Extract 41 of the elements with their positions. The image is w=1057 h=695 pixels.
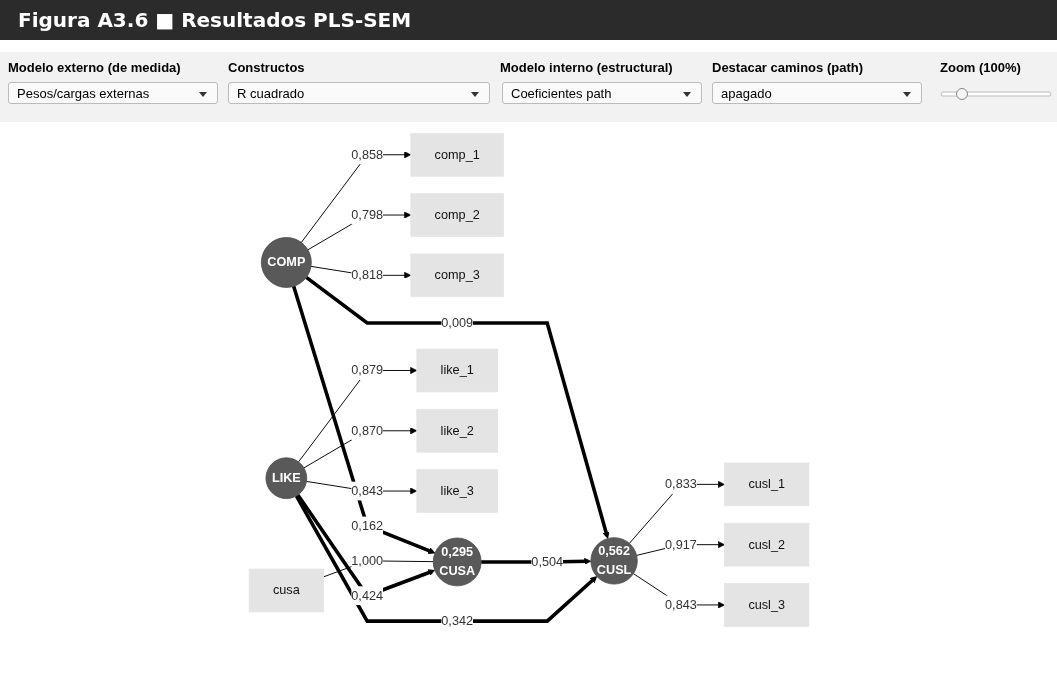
edge-label: 0,879 <box>350 363 383 377</box>
field-label: Modelo interno (estructural) <box>500 60 673 75</box>
dropdown-select: Pesos/cargas externas <box>8 82 218 104</box>
edge-label: 0,342 <box>440 614 473 628</box>
dropdown-select: apagado <box>712 82 922 104</box>
edge-label: 0,843 <box>664 597 697 612</box>
edge-label: 0,798 <box>350 207 383 222</box>
edge-label: 0,843 <box>350 483 383 498</box>
figure-title: Figura A3.6 ■ Resultados PLS-SEM <box>0 0 1057 40</box>
node-box: cusl_1 <box>723 462 809 507</box>
node-circle: 0,562 CUSL <box>589 537 638 585</box>
edge-label: 0,162 <box>350 518 383 533</box>
arrow <box>291 285 435 554</box>
edge-label: 0,424 <box>350 588 383 603</box>
edge-label: 0,917 <box>664 537 697 552</box>
node-circle: LIKE <box>265 457 307 499</box>
edge-label: 0,833 <box>664 477 697 491</box>
node-box: like_3 <box>415 469 498 513</box>
edge-label: 0,504 <box>530 554 563 569</box>
node-box: comp_2 <box>409 193 504 237</box>
edge-label: 0,858 <box>350 147 383 162</box>
edge-label: 0,870 <box>350 423 383 438</box>
edge-label: 1,000 <box>350 553 383 568</box>
field-label: Modelo externo (de medida) <box>8 60 181 75</box>
field-label: Destacar caminos (path) <box>712 60 863 75</box>
node-box: cusa <box>248 568 324 613</box>
node-box: like_2 <box>415 408 498 453</box>
dropdown-select: Coeficientes path <box>502 82 702 104</box>
dropdown-select: R cuadrado <box>228 82 490 104</box>
field-label: Constructos <box>228 60 305 75</box>
node-circle: 0,295 CUSA <box>432 537 482 587</box>
node-box: like_1 <box>415 348 498 393</box>
zoom-label: Zoom (100%) <box>940 60 1021 75</box>
arrow <box>294 495 597 623</box>
edge-label: 0,818 <box>350 268 383 282</box>
edge-label: 0,009 <box>440 315 473 330</box>
node-box: comp_3 <box>409 253 504 298</box>
node-box: cusl_3 <box>723 583 809 627</box>
node-circle: COMP <box>260 237 312 288</box>
node-box: cusl_2 <box>723 522 809 567</box>
node-box: comp_1 <box>409 132 504 177</box>
